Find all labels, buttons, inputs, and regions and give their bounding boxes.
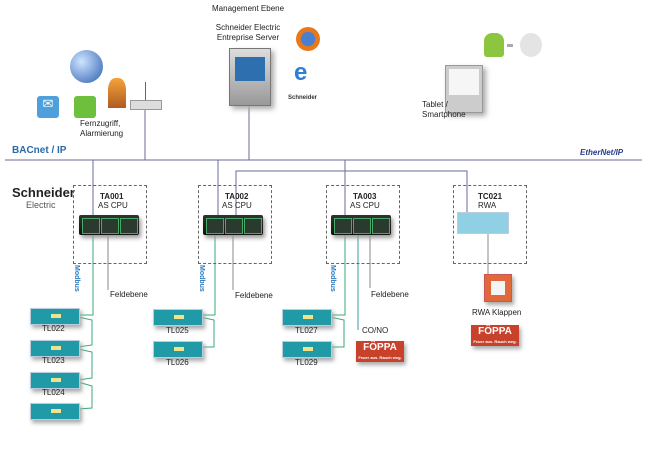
feldebene-label-3: Feldebene xyxy=(371,290,409,299)
device-tl029 xyxy=(282,341,332,358)
tl029-label: TL029 xyxy=(295,358,318,367)
foppa-slogan-2: Feuer aus. Rauch weg. xyxy=(473,339,517,344)
device-tl023 xyxy=(30,340,80,357)
tl027-label: TL027 xyxy=(295,326,318,335)
tc021-id: TC021 xyxy=(478,192,503,201)
ta002-type: AS CPU xyxy=(222,201,252,210)
tl022-label: TL022 xyxy=(42,324,65,333)
ie-icon: e xyxy=(294,59,308,86)
management-title: Management Ebene xyxy=(212,4,285,13)
ethernet-ip-logo: EtherNet/IP xyxy=(580,148,624,157)
controller-ta003 xyxy=(326,185,400,264)
tablet-label-2: Smartphone xyxy=(422,110,466,119)
foppa-logo-1: FÖPPA Feuer aus. Rauch weg. xyxy=(356,341,404,362)
tc021-type: RWA xyxy=(478,201,497,210)
ta003-type: AS CPU xyxy=(350,201,380,210)
device-unlabeled xyxy=(30,403,80,420)
device-tl026 xyxy=(153,341,203,358)
foppa-name-2: FÖPPA xyxy=(478,326,512,337)
tablet-label: Tablet /Smartphone xyxy=(422,100,466,120)
tablet-icon xyxy=(445,65,483,113)
schneider-small-logo: Schneider xyxy=(288,95,318,101)
rwa-module xyxy=(457,212,509,234)
android-icon xyxy=(484,33,504,57)
device-tl022 xyxy=(30,308,80,325)
sms-icon xyxy=(74,96,96,118)
server-label-2: Entreprise Server xyxy=(216,33,280,42)
co-no-label: CO/NO xyxy=(362,326,389,335)
dash-icon xyxy=(507,44,513,47)
bacnet-logo: BACnet / IP xyxy=(12,145,67,156)
tl024-label: TL024 xyxy=(42,388,65,397)
cpu-module-ta001 xyxy=(79,215,139,235)
feldebene-label-1: Feldebene xyxy=(110,290,148,299)
device-tl024 xyxy=(30,372,80,389)
tablet-label-1: Tablet / xyxy=(422,100,448,109)
foppa-slogan-1: Feuer aus. Rauch weg. xyxy=(358,355,402,360)
tl025-label: TL025 xyxy=(166,326,189,335)
ta001-type: AS CPU xyxy=(98,201,128,210)
remote-label-2: Alarmierung xyxy=(80,129,124,138)
feldebene-label-2: Feldebene xyxy=(235,291,273,300)
router-antenna xyxy=(145,82,146,100)
controller-tc021 xyxy=(453,185,527,264)
schneider-logo-2: Electric xyxy=(26,200,56,210)
ta002-id: TA002 xyxy=(225,192,249,201)
rwa-klappen-label: RWA Klappen xyxy=(472,308,522,317)
ethernet-link xyxy=(235,170,468,220)
ta003-id: TA003 xyxy=(353,192,377,201)
remote-label: Fernzugriff,Alarmierung xyxy=(80,119,123,139)
mail-icon: ✉ xyxy=(37,96,59,118)
server-icon xyxy=(229,48,271,106)
controller-ta001 xyxy=(73,185,147,264)
schneider-logo-1: Schneider xyxy=(12,185,75,200)
device-tl025 xyxy=(153,309,203,326)
modbus-lines xyxy=(77,235,346,410)
rwa-button-icon xyxy=(484,274,512,302)
tl023-label: TL023 xyxy=(42,356,65,365)
apple-icon xyxy=(520,33,542,57)
device-tl027 xyxy=(282,309,332,326)
modbus-label-2: Modbus xyxy=(198,265,205,292)
remote-label-1: Fernzugriff, xyxy=(80,119,121,128)
foppa-logo-2: FÖPPA Feuer aus. Rauch weg. xyxy=(471,325,519,346)
modbus-label-1: Modbus xyxy=(73,265,80,292)
controller-ta002 xyxy=(198,185,272,264)
ta001-id: TA001 xyxy=(100,192,124,201)
foppa-name-1: FÖPPA xyxy=(363,342,397,353)
server-label-1: Schneider Electric xyxy=(215,23,281,32)
firewall-icon xyxy=(108,78,126,108)
cpu-module-ta002 xyxy=(203,215,263,235)
globe-icon xyxy=(70,50,103,83)
cpu-module-ta003 xyxy=(331,215,391,235)
tl026-label: TL026 xyxy=(166,358,189,367)
router-icon xyxy=(130,100,162,110)
firefox-icon xyxy=(296,27,320,51)
modbus-label-3: Modbus xyxy=(329,265,336,292)
